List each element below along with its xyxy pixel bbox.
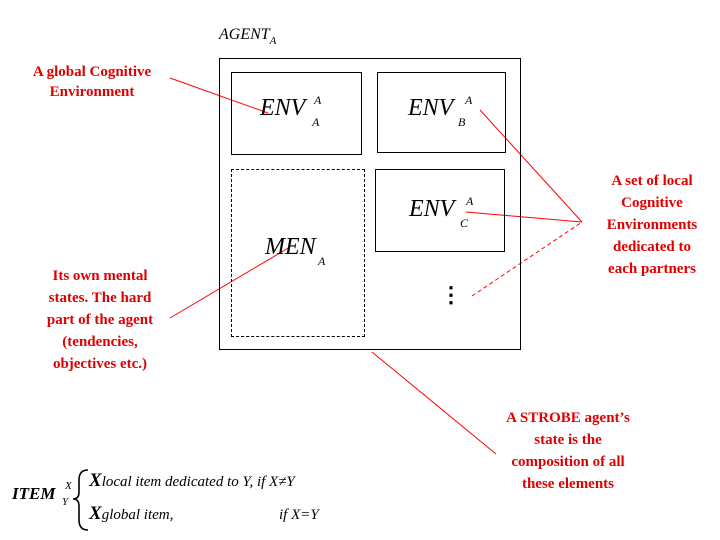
line-mental xyxy=(169,246,291,319)
note-mental-states: Its own mental states. The hard part of … xyxy=(46,268,154,372)
item-symbol: ITEM xyxy=(12,484,56,503)
env-c-sub: C xyxy=(460,216,469,230)
men-sub: A xyxy=(318,254,326,268)
env-b-sub: B xyxy=(458,115,466,129)
men-box: MEN A xyxy=(231,169,365,337)
env-a-sup: A xyxy=(314,93,322,107)
line-composition xyxy=(371,351,497,455)
env-a-label: ENV xyxy=(260,95,306,121)
line-env-c xyxy=(465,211,583,223)
legend-line-local: Xlocal item dedicated to Y, if X≠Y xyxy=(89,470,295,491)
legend-line-global: Xglobal item, xyxy=(89,503,174,524)
men-label: MEN xyxy=(265,234,316,260)
env-c-sup: A xyxy=(466,194,474,208)
env-c-label: ENV xyxy=(409,196,455,222)
note-local-envs: A set of local Cognitive Environments de… xyxy=(606,173,698,277)
item-sub: Y xyxy=(62,496,69,508)
env-b-label: ENV xyxy=(408,95,454,121)
legend-line-global-condition: if X=Y xyxy=(279,507,319,523)
line-ellipsis xyxy=(471,221,583,297)
env-c-box: ENV A C xyxy=(375,169,505,252)
agent-label: AGENTA xyxy=(219,26,277,47)
line-env-b xyxy=(479,109,583,223)
env-a-sub: A xyxy=(312,115,320,129)
note-composition: A STROBE agent’s state is the compositio… xyxy=(506,410,630,492)
env-b-sup: A xyxy=(465,93,473,107)
env-a-box: ENV A A xyxy=(231,72,362,155)
note-global-env: A global Cognitive Environment xyxy=(32,64,152,100)
more-environments-ellipsis: ⋮ xyxy=(440,282,462,307)
agent-box xyxy=(219,58,521,350)
env-b-box: ENV A B xyxy=(377,72,506,153)
item-sup: X xyxy=(65,480,72,492)
